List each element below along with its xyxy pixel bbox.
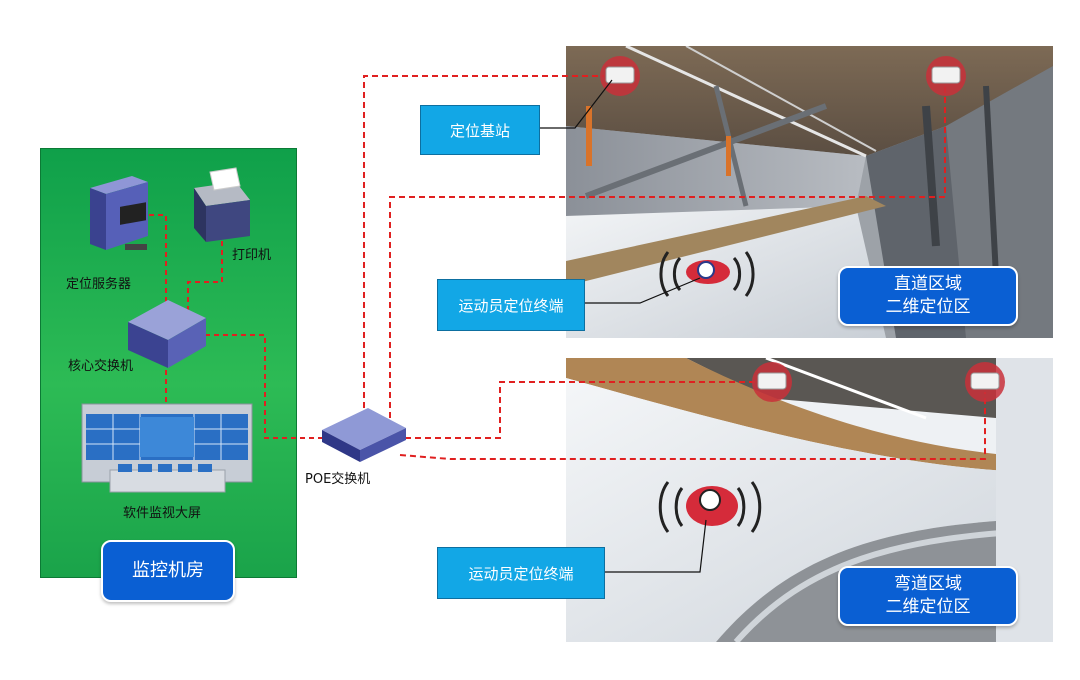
server-icon — [90, 176, 148, 250]
athlete-terminal-icon — [658, 481, 762, 533]
monitoring-room-title-text: 监控机房 — [132, 559, 204, 581]
base-station-icon — [926, 56, 966, 96]
base-station-icon — [600, 56, 640, 96]
poe-links — [363, 75, 986, 460]
video-wall-icon — [81, 403, 253, 493]
printer-icon — [194, 167, 250, 242]
curve-zone-label: 弯道区域 二维定位区 — [838, 566, 1018, 626]
athlete-terminal-callout-top: 运动员定位终端 — [437, 279, 585, 331]
base-station-icon — [965, 362, 1005, 402]
poe-switch-label: POE交换机 — [305, 472, 371, 487]
straight-zone-label: 直道区域 二维定位区 — [838, 266, 1018, 326]
curve-zone-line1: 弯道区域 — [894, 574, 962, 595]
straight-zone-line1: 直道区域 — [894, 274, 962, 295]
base-station-callout-text: 定位基站 — [449, 121, 510, 140]
athlete-terminal-callout-bottom: 运动员定位终端 — [437, 547, 605, 599]
printer-label: 打印机 — [232, 248, 272, 263]
athlete-terminal-callout-bottom-text: 运动员定位终端 — [468, 564, 574, 583]
athlete-terminal-icon — [659, 251, 755, 297]
server-label: 定位服务器 — [66, 277, 132, 292]
base-station-callout: 定位基站 — [420, 105, 540, 155]
straight-zone-line2: 二维定位区 — [885, 297, 971, 317]
curve-zone-line2: 二维定位区 — [885, 597, 971, 617]
core-switch-label: 核心交换机 — [68, 359, 134, 374]
athlete-terminal-callout-top-text: 运动员定位终端 — [458, 296, 564, 315]
core-switch-icon — [128, 300, 206, 368]
callout-leaders — [540, 79, 707, 573]
base-station-icon — [752, 362, 792, 402]
poe-switch-icon — [322, 408, 406, 462]
monitoring-room-title: 监控机房 — [101, 540, 235, 602]
video-wall-label: 软件监视大屏 — [123, 506, 202, 521]
